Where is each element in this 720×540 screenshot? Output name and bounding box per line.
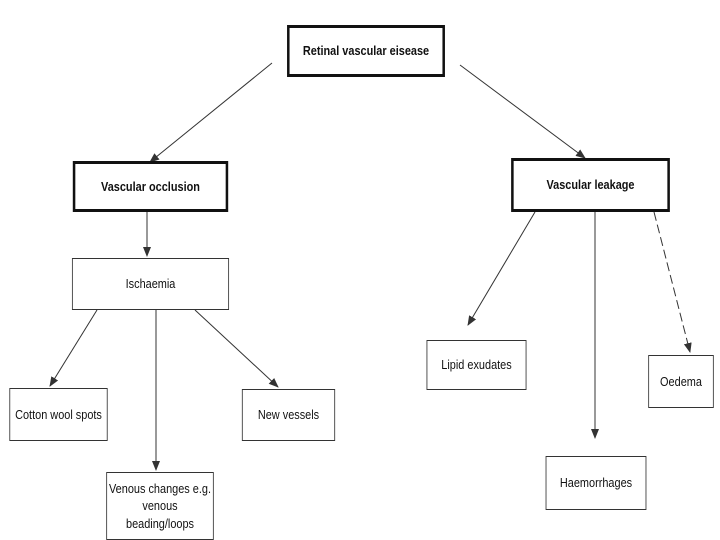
haemorrhages-label: Haemorrhages [559,475,633,491]
venous-changes-node: Venous changes e.g. venous beading/loops [106,472,214,540]
root-label: Retinal vascular eisease [302,43,430,59]
arrow-root-to-leakage [459,64,586,159]
new-vessels-label: New vessels [257,407,320,423]
oedema-node: Oedema [648,355,714,408]
vascular-leakage-node: Vascular leakage [511,158,670,212]
vascular-occlusion-node: Vascular occlusion [72,161,229,212]
lipid-exudates-label: Lipid exudates [441,357,512,373]
arrow-root-to-occlusion [149,62,273,163]
venous-changes-text: Venous changes e.g. venous beading/loops [107,480,213,533]
arrow-leakage-to-lipid [467,211,536,326]
haemorrhages-node: Haemorrhages [545,456,647,510]
root-node: Retinal vascular eisease [287,25,445,77]
oedema-label: Oedema [660,373,702,389]
venous-changes-line1: Venous changes e.g. [108,480,212,496]
ischaemia-node: Ischaemia [71,258,230,310]
venous-changes-line2: venous beading/loops [125,498,195,531]
ischaemia-label: Ischaemia [125,276,176,292]
cotton-wool-spots-label: Cotton wool spots [15,406,102,422]
vascular-leakage-label: Vascular leakage [546,177,635,193]
arrow-leakage-to-oedema [653,211,692,353]
arrow-ischaemia-to-cotton-wool [49,309,98,387]
arrow-ischaemia-to-new-vessels [194,309,279,388]
vascular-occlusion-label: Vascular occlusion [101,178,200,194]
lipid-exudates-node: Lipid exudates [426,340,527,390]
new-vessels-node: New vessels [241,389,336,441]
cotton-wool-spots-node: Cotton wool spots [9,388,108,441]
